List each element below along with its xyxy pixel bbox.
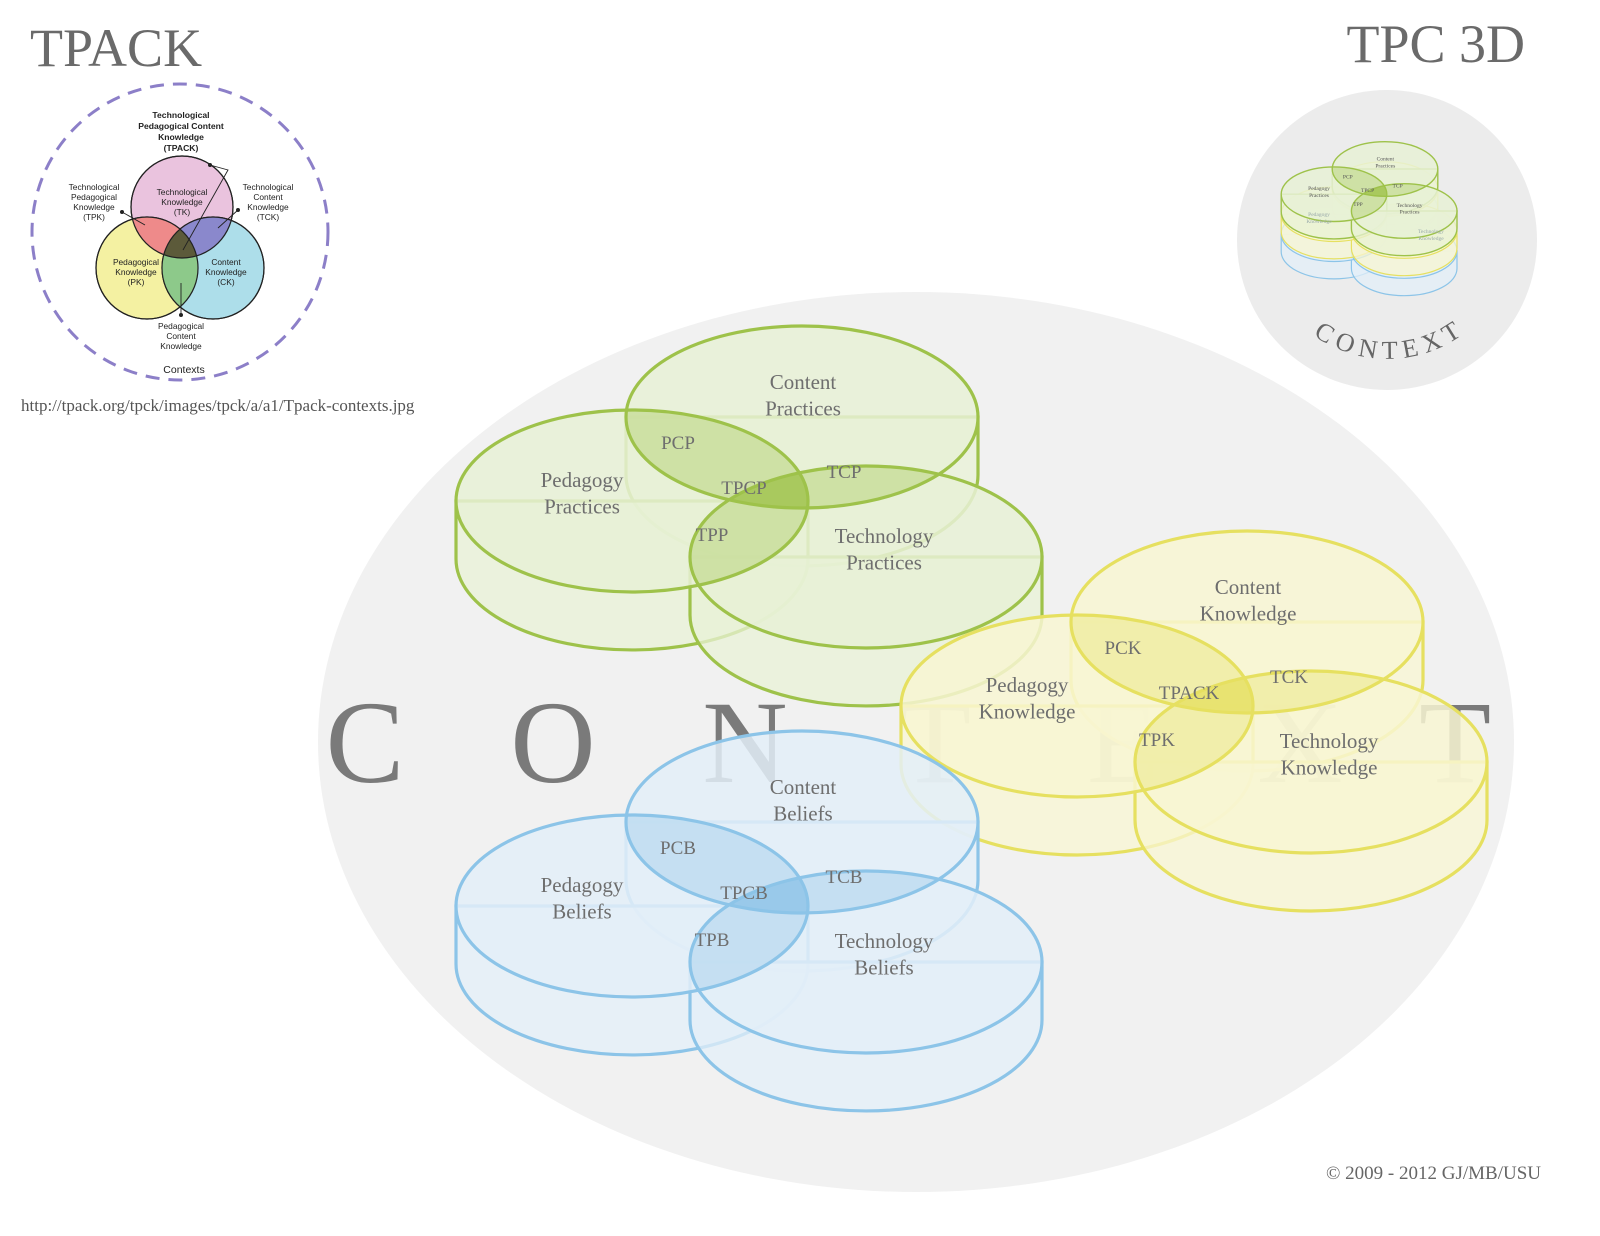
svg-text:(CK): (CK) bbox=[217, 277, 234, 287]
svg-text:Content: Content bbox=[211, 257, 241, 267]
ck-label: Content Knowledge (CK) bbox=[205, 257, 247, 287]
svg-text:Knowledge: Knowledge bbox=[158, 132, 204, 142]
tpk-label: Technological Pedagogical Knowledge (TPK… bbox=[69, 182, 120, 222]
tk-label: Technological Knowledge (TK) bbox=[157, 187, 208, 217]
svg-text:Technological: Technological bbox=[157, 187, 208, 197]
practices-technology-cylinder-top bbox=[690, 466, 1042, 648]
tpc3d-title: TPC 3D bbox=[1346, 14, 1525, 74]
knowledge-tp-overlap-label: TPK bbox=[1139, 730, 1175, 751]
svg-text:(TPACK): (TPACK) bbox=[164, 143, 199, 153]
practices-tpc-overlap-label: TPCP bbox=[721, 478, 766, 499]
svg-text:Knowledge: Knowledge bbox=[247, 202, 289, 212]
svg-text:Content: Content bbox=[166, 331, 196, 341]
svg-text:Pedagogical Content: Pedagogical Content bbox=[138, 121, 224, 131]
svg-text:Knowledge: Knowledge bbox=[161, 197, 203, 207]
context-letter: C bbox=[326, 677, 405, 808]
svg-text:Content: Content bbox=[253, 192, 283, 202]
svg-text:(TCK): (TCK) bbox=[257, 212, 280, 222]
context-letter: O bbox=[510, 677, 595, 808]
tpack-title: TPACK bbox=[30, 18, 202, 78]
beliefs-tpc-overlap-label: TPCB bbox=[720, 883, 768, 904]
mini-practices-tc-overlap-label: TCP bbox=[1393, 183, 1403, 189]
knowledge-pc-overlap-label: PCK bbox=[1105, 638, 1142, 659]
beliefs-pc-overlap-label: PCB bbox=[660, 838, 696, 859]
source-url: http://tpack.org/tpck/images/tpck/a/a1/T… bbox=[21, 396, 415, 415]
svg-text:Technological: Technological bbox=[152, 110, 209, 120]
svg-text:Pedagogical: Pedagogical bbox=[113, 257, 159, 267]
knowledge-technology-cylinder-top bbox=[1135, 671, 1487, 853]
tpack-reference-diagram: Technological Pedagogical Content Knowle… bbox=[30, 82, 330, 382]
tck-label: Technological Content Knowledge (TCK) bbox=[243, 182, 294, 222]
tpack-top-label: Technological Pedagogical Content Knowle… bbox=[138, 110, 224, 153]
practices-tp-overlap-label: TPP bbox=[696, 525, 729, 546]
knowledge-tpc-overlap-label: TPACK bbox=[1159, 683, 1220, 704]
svg-text:Knowledge: Knowledge bbox=[205, 267, 247, 277]
svg-text:Knowledge: Knowledge bbox=[160, 341, 202, 351]
mini-practices-technology-cylinder-top bbox=[1351, 183, 1457, 239]
beliefs-tp-overlap-label: TPB bbox=[695, 930, 730, 951]
practices-tc-overlap-label: TCP bbox=[827, 462, 862, 483]
svg-text:(TPK): (TPK) bbox=[83, 212, 105, 222]
svg-text:Pedagogical: Pedagogical bbox=[71, 192, 117, 202]
pk-label: Pedagogical Knowledge (PK) bbox=[113, 257, 159, 287]
mini-practices-tp-overlap-label: TPP bbox=[1353, 202, 1362, 208]
mini-practices-pc-overlap-label: PCP bbox=[1343, 175, 1353, 181]
svg-text:(TK): (TK) bbox=[174, 207, 190, 217]
svg-text:Technological: Technological bbox=[69, 182, 120, 192]
pck-label: Pedagogical Content Knowledge bbox=[158, 321, 204, 351]
svg-text:Knowledge: Knowledge bbox=[115, 267, 157, 277]
mini-practices-tpc-overlap-label: TPCP bbox=[1361, 188, 1374, 194]
beliefs-tc-overlap-label: TCB bbox=[826, 867, 863, 888]
beliefs-technology-cylinder-top bbox=[690, 871, 1042, 1053]
svg-text:Pedagogical: Pedagogical bbox=[158, 321, 204, 331]
svg-text:Knowledge: Knowledge bbox=[73, 202, 115, 212]
practices-pc-overlap-label: PCP bbox=[661, 433, 695, 454]
svg-text:Technological: Technological bbox=[243, 182, 294, 192]
copyright: © 2009 - 2012 GJ/MB/USU bbox=[1326, 1163, 1541, 1184]
svg-text:(PK): (PK) bbox=[128, 277, 145, 287]
knowledge-tc-overlap-label: TCK bbox=[1270, 667, 1308, 688]
contexts-label: Contexts bbox=[163, 364, 204, 376]
